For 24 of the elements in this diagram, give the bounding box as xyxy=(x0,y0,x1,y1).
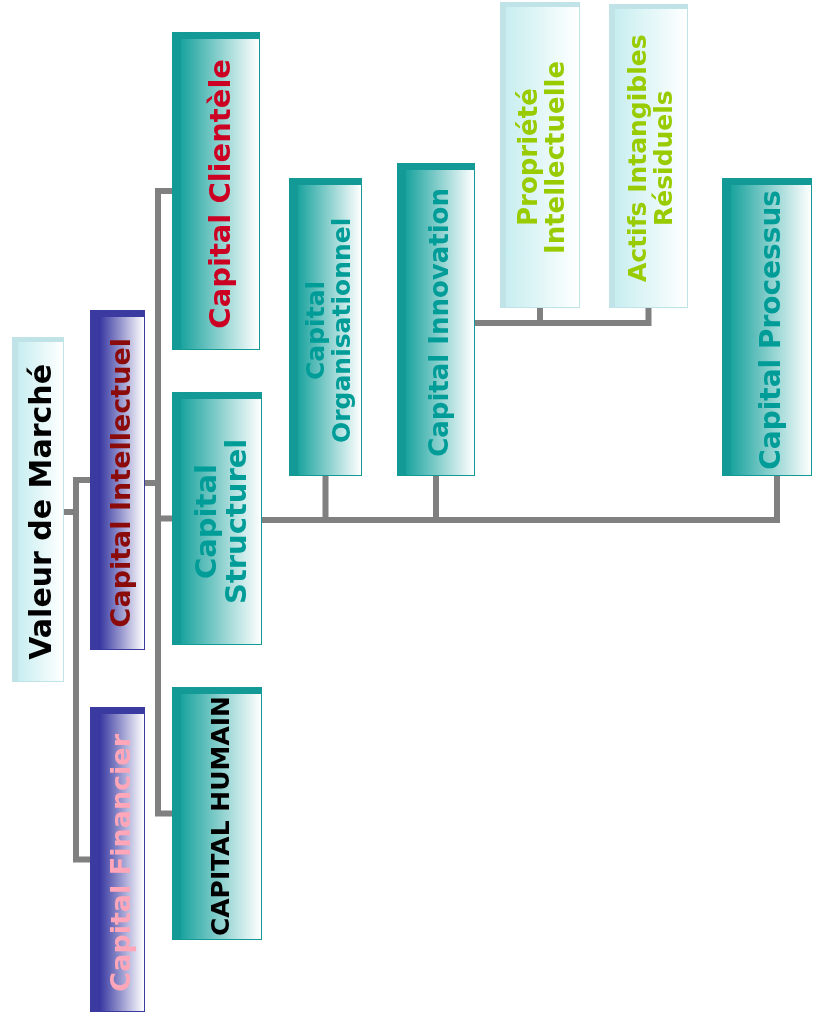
capital-box xyxy=(172,32,260,350)
capital-box xyxy=(172,392,262,645)
category-box xyxy=(90,310,145,650)
node-label: Capital Financier xyxy=(107,733,136,992)
capital-box xyxy=(397,163,475,476)
capital-box xyxy=(172,687,262,940)
root-box xyxy=(12,337,64,682)
node-label: Valeur de Marché xyxy=(24,363,57,660)
asset-box xyxy=(609,4,688,308)
capital-box xyxy=(289,178,362,476)
node-label: Propriété Intellectuelle xyxy=(515,59,570,256)
node-label: Capital Innovation xyxy=(426,188,454,457)
connector-line xyxy=(262,476,780,523)
node-label: Capital Clientèle xyxy=(204,59,236,329)
node-label: Capital Processus xyxy=(756,190,786,470)
node-label: Actifs Intangibles Résiduels xyxy=(624,33,678,284)
node-label: CAPITAL HUMAIN xyxy=(207,696,235,937)
node-label: Capital Organisationnel xyxy=(303,216,356,445)
connector-line xyxy=(64,477,90,515)
capital-box xyxy=(722,178,812,476)
category-box xyxy=(90,707,145,1012)
node-label: Capital Intellectuel xyxy=(107,338,136,628)
node-label: Capital Structurel xyxy=(190,437,252,607)
asset-box xyxy=(500,2,580,308)
